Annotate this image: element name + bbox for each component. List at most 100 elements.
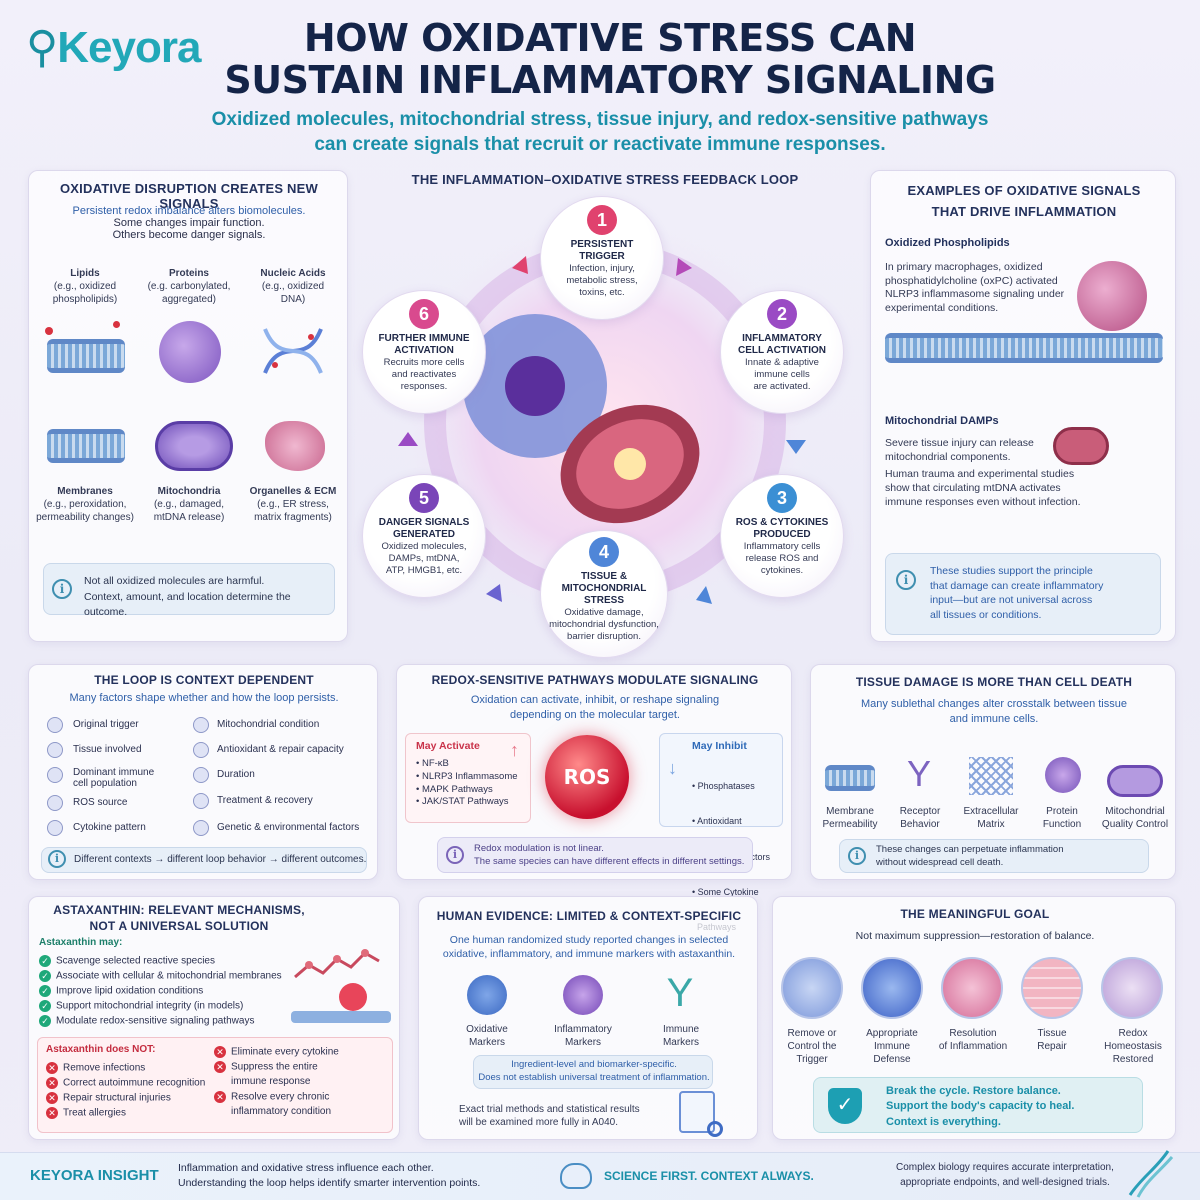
- item-desc: aggregated): [162, 294, 216, 305]
- macrophage-icon: [1077, 261, 1147, 331]
- item-label: Membrane: [826, 806, 874, 817]
- node-text: DAMPs, mtDNA,: [388, 552, 460, 564]
- not-item: ✕Treat allergies: [46, 1107, 205, 1122]
- node-title: FURTHER IMMUNE: [378, 333, 470, 344]
- item-desc: (e.g., ER stress,: [257, 499, 329, 510]
- x-icon: ✕: [214, 1046, 226, 1058]
- item-desc: mtDNA release): [153, 512, 225, 523]
- subtitle-line: depending on the molecular target.: [509, 708, 680, 721]
- does-not-title: Astaxanthin does NOT:: [46, 1044, 156, 1055]
- brand-logo[interactable]: ⚲Keyora: [26, 22, 201, 73]
- goal-label: Defense: [873, 1054, 911, 1065]
- goal-label: Appropriate: [866, 1028, 918, 1039]
- loop-title: THE INFLAMMATION–OXIDATIVE STRESS FEEDBA…: [411, 172, 799, 187]
- not-item: ✕Suppress the entire: [214, 1061, 339, 1076]
- context-factor: Tissue involved: [73, 744, 142, 755]
- x-icon: ✕: [46, 1107, 58, 1119]
- does-not-list-left: ✕Remove infections ✕Correct autoimmune r…: [46, 1062, 205, 1122]
- check-icon: ✓: [39, 1000, 51, 1012]
- redox-subtitle: Oxidation can activate, inhibit, or resh…: [397, 693, 793, 723]
- shield-icon: [861, 957, 923, 1019]
- item-desc: phospholipids): [52, 294, 118, 305]
- astaxanthin-title: ASTAXANTHIN: RELEVANT MECHANISMS, NOT A …: [29, 903, 329, 934]
- item-membranes: Membranes (e.g., peroxidation, permeabil…: [33, 485, 137, 524]
- marker-label: Immune: [662, 1024, 700, 1035]
- context-factor: Cytokine pattern: [73, 822, 146, 833]
- may-title: Astaxanthin may:: [39, 937, 123, 948]
- node-text: Recruits more cells: [383, 357, 465, 368]
- oxidized-phospholipids-heading: Oxidized Phospholipids: [885, 237, 1010, 249]
- ros-icon: [47, 795, 63, 811]
- oxidation-dot-icon: [45, 327, 53, 335]
- note-line: that damage can create inflammatory: [930, 579, 1104, 592]
- item-desc: DNA): [280, 294, 306, 305]
- goal-panel: THE MEANINGFUL GOAL Not maximum suppress…: [772, 896, 1176, 1140]
- goal-label: Remove or: [787, 1028, 837, 1039]
- footer-line: Inflammation and oxidative stress influe…: [178, 1162, 434, 1174]
- organelle-icon: [265, 421, 325, 471]
- goal-label: Restored: [1112, 1054, 1154, 1065]
- footer-line: Complex biology requires accurate interp…: [896, 1162, 1114, 1173]
- may-item: ✓Improve lipid oxidation conditions: [39, 985, 282, 1000]
- feedback-loop-diagram: [360, 196, 850, 652]
- tissue-note: i These changes can perpetuate inflammat…: [839, 839, 1149, 873]
- loop-node-5: 5 DANGER SIGNALS GENERATED Oxidized mole…: [362, 474, 486, 598]
- resolution-icon: [941, 957, 1003, 1019]
- pathway-item: • Some Cytokine: [692, 886, 759, 897]
- page-subtitle: Oxidized molecules, mitochondrial stress…: [150, 108, 1050, 157]
- title-line-2: SUSTAIN INFLAMMATORY SIGNALING: [224, 57, 996, 102]
- human-note: Ingredient-level and biomarker-specific.…: [473, 1055, 713, 1089]
- mitochondrial-damps-text: Severe tissue injury can release mitocho…: [885, 437, 1095, 509]
- examples-panel: EXAMPLES OF OXIDATIVE SIGNALS THAT DRIVE…: [870, 170, 1176, 642]
- goal-label: Tissue: [1037, 1028, 1067, 1039]
- footer-text: Inflammation and oxidative stress influe…: [178, 1161, 480, 1190]
- node-text: immune cells: [754, 368, 810, 380]
- node-text: are activated.: [753, 380, 811, 392]
- marker-label: Inflammatory: [554, 1024, 612, 1035]
- clock-icon: [193, 767, 209, 783]
- item-text: Modulate redox-sensitive signaling pathw…: [56, 1015, 255, 1027]
- tissue-title: TISSUE DAMAGE IS MORE THAN CELL DEATH: [855, 675, 1133, 689]
- examples-note-text: These studies support the principle that…: [930, 564, 1103, 623]
- context-factor: Antioxidant & repair capacity: [217, 744, 344, 755]
- balance-scale-icon: [1101, 957, 1163, 1019]
- item-desc: (e.g., oxidized: [53, 281, 117, 292]
- node-number: 1: [587, 205, 617, 235]
- may-activate-title: May Activate: [416, 740, 480, 752]
- node-text: responses.: [400, 380, 448, 392]
- disruption-note: i Not all oxidized molecules are harmful…: [43, 563, 335, 618]
- dna-icon: [1124, 1147, 1174, 1199]
- context-factor: Dominant immune: [73, 767, 155, 778]
- matrix-icon: [969, 757, 1013, 795]
- pathway-item: • NF-κB: [416, 758, 449, 769]
- redox-title: REDOX-SENSITIVE PATHWAYS MODULATE SIGNAL…: [431, 673, 759, 687]
- check-icon: ✓: [39, 1015, 51, 1027]
- document-magnifier-icon: [679, 1091, 723, 1137]
- node-text: and reactivates: [391, 368, 457, 380]
- disruption-line-1: Persistent redox imbalance alters biomol…: [72, 205, 306, 217]
- mitochondrial-damps-heading: Mitochondrial DAMPs: [885, 415, 999, 427]
- item-label: Quality Control: [1101, 819, 1169, 830]
- item-desc: permeability changes): [36, 512, 134, 523]
- goal-subtitle: Not maximum suppression—restoration of b…: [855, 930, 1095, 942]
- item-desc: (e.g., oxidized: [261, 281, 325, 292]
- tissue-repair-icon: [1021, 957, 1083, 1019]
- text-line: mitochondrial components.: [885, 450, 1011, 463]
- pathway-item: • Phosphatases: [692, 781, 755, 792]
- context-factor: Mitochondrial condition: [217, 719, 320, 730]
- item-label: Receptor: [899, 806, 941, 817]
- node-number: 6: [409, 299, 439, 329]
- astaxanthin-molecule-icon: [291, 917, 391, 1027]
- may-inhibit-title: May Inhibit: [692, 740, 747, 752]
- item-desc: (e.g., peroxidation,: [43, 499, 127, 510]
- item-text: inflammatory condition: [231, 1106, 332, 1117]
- goal-label: of Inflammation: [938, 1041, 1008, 1052]
- note-line: Does not establish universal treatment o…: [478, 1072, 710, 1084]
- inflammatory-marker-icon: [563, 975, 603, 1015]
